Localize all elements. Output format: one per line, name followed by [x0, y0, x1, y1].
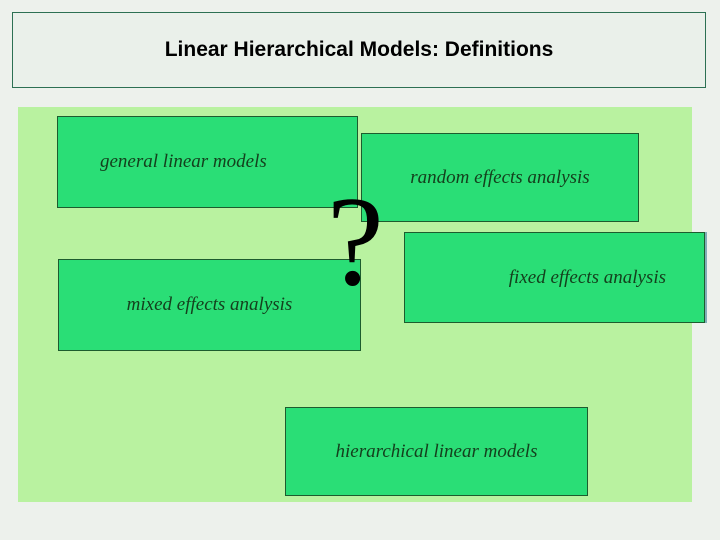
concept-label-hierarchical-linear-models: hierarchical linear models: [335, 440, 538, 462]
concept-box-general-linear-models[interactable]: general linear models: [57, 116, 358, 208]
concept-label-fixed-effects-analysis: fixed effects analysis: [508, 266, 666, 288]
slide-title-box: Linear Hierarchical Models: Definitions: [12, 12, 706, 88]
concept-label-random-effects-analysis: random effects analysis: [410, 166, 590, 188]
concept-label-mixed-effects-analysis: mixed effects analysis: [126, 294, 293, 315]
concept-box-hierarchical-linear-models[interactable]: hierarchical linear models: [285, 407, 588, 496]
concept-box-mixed-effects-analysis[interactable]: mixed effects analysis: [58, 259, 361, 351]
page-title: Linear Hierarchical Models: Definitions: [164, 38, 554, 61]
concept-box-random-effects-analysis[interactable]: random effects analysis: [361, 133, 639, 222]
concept-box-fixed-effects-analysis[interactable]: fixed effects analysis: [404, 232, 705, 323]
concept-label-general-linear-models: general linear models: [100, 151, 267, 172]
